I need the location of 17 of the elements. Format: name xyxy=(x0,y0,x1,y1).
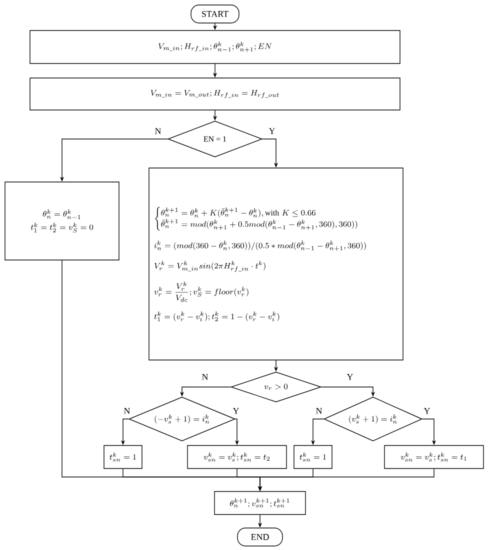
start-terminal: START xyxy=(190,4,240,24)
edge-label: Y xyxy=(268,127,276,135)
end-terminal: END xyxy=(237,528,283,546)
edge-label: Y xyxy=(422,407,432,415)
process-box: $t_{sn}^k = 1$ xyxy=(294,445,332,469)
process-box: $\theta_n^{k+1}; v_{sn}^{k+1}; t_{sn}^{k+1}$ xyxy=(214,491,306,515)
process-box: $\begin{cases}\theta_n^{k+1} = \theta_n^k + K(\bar{\theta}_n^{k+1} - \theta_n^k), \text{with } K \le 0.66 \\ \bar{\theta}_n^{k+1} = mod(\theta_{n+1}^k + 0.5mod(\theta_{n-1}^k - \theta_{n+1}^k,360),360))\end{cases}$ $i_n^k = (mod(360 - \theta_n^k,360)) / (0.5 * mod(\theta_{n-1}^k - \theta_{n+1}^k,360))$ $V_r^k = V_{m\_in}^k sin(2\pi H_{rf\_in}^k \cdot t^k)$ $v_r^k = \frac{V_r^k}{V_{dc}}; v_S^k = floor(v_r^k)$ $t_1^k = (v_r^k - v_i^k); t_2^k = 1 - (v_r^k - v_i^k)$ xyxy=(148,168,404,360)
process-box: $V_{m\_in}; H_{rf\_in}; \theta_{n-1}^k; \theta_{n+1}^k; EN$ xyxy=(30,30,400,64)
edge-label: N xyxy=(200,373,210,381)
process-box: $v_{sn}^k = v_s^k; t_{sn}^k = t_2$ xyxy=(187,445,287,469)
process-box: $\theta_n^k = \theta_{n-1}^k$ $t_1^k = t_2^k = v_S^k = 0$ xyxy=(4,182,120,260)
process-box: $v_{sn}^k = v_s^k; t_{sn}^k = t_1$ xyxy=(384,445,484,469)
process-box: $V_{m\_in} = V_{m\_out}; H_{rf\_in} = H_{rf\_out}$ xyxy=(30,78,400,110)
edge-label: N xyxy=(314,407,324,415)
edge-label: N xyxy=(154,127,162,135)
edge-label: Y xyxy=(346,373,354,381)
process-box: $t_{sn}^k = 1$ xyxy=(104,445,142,469)
